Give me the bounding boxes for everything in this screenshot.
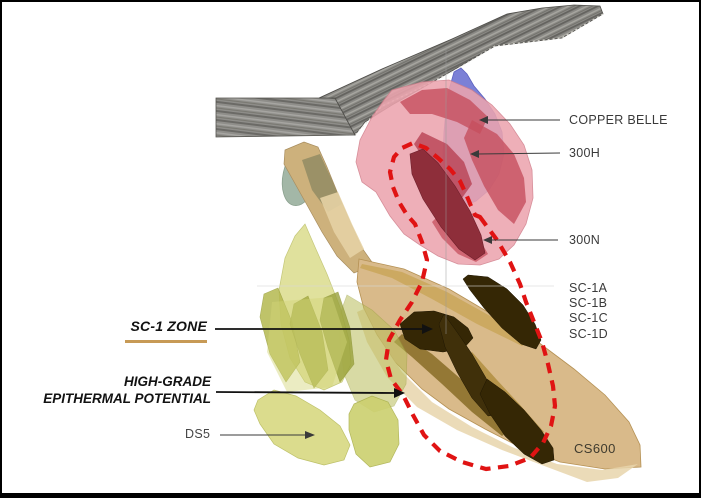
- ds5-label: DS5: [185, 427, 211, 441]
- copper-belle-label: COPPER BELLE: [569, 113, 668, 127]
- high-grade-label-line2: EPITHERMAL POTENTIAL: [43, 391, 211, 406]
- sc1c-label: SC-1C: [569, 311, 609, 326]
- zone-300n-lens: [409, 148, 486, 261]
- sc1-lens-d: [479, 378, 555, 465]
- sc1-lenses: [394, 274, 555, 465]
- zone-300n-label: 300N: [569, 233, 601, 247]
- arrowhead-right-icon: [422, 324, 433, 334]
- sc1b-label: SC-1B: [569, 296, 608, 311]
- high-grade-dashed-outline: [383, 140, 558, 472]
- arrowhead-right-icon: [305, 431, 315, 439]
- arrowhead-left-icon: [479, 116, 488, 124]
- arrowhead-left-icon: [483, 236, 492, 244]
- slab-edge-highlight: [354, 13, 604, 136]
- sc1d-label: SC-1D: [569, 326, 609, 341]
- ds5-arrow: [220, 431, 315, 439]
- cs600-upper-column: [281, 141, 375, 274]
- sc1a-label: SC-1A: [569, 281, 608, 295]
- arrowhead-right-icon: [394, 388, 405, 398]
- zone-300h-arrow: [470, 150, 561, 158]
- sc1-lens-b: [462, 274, 542, 350]
- copper-belle-arrow: [479, 116, 560, 124]
- zone-300h-label: 300H: [569, 146, 601, 160]
- arrowhead-left-icon: [470, 150, 479, 158]
- zone-arrows: [215, 324, 433, 398]
- high-grade-label-line1: HIGH-GRADE: [124, 374, 211, 389]
- zone-300n-arrow: [483, 236, 558, 244]
- sc1-zone-label: SC-1 ZONE: [130, 318, 207, 334]
- sc1-sublabels: SC-1A SC-1B SC-1C SC-1D: [569, 281, 608, 342]
- zone-300h-blob: [355, 79, 534, 266]
- section-lines: [257, 46, 554, 334]
- cs600-label: CS600: [574, 441, 616, 456]
- bottom-border-rule: [2, 493, 699, 496]
- leader-lines: [220, 116, 561, 439]
- high-grade-arrow: [215, 388, 405, 398]
- sc1-zone-arrow: [215, 324, 433, 334]
- ds5-blobs: [253, 223, 408, 468]
- high-grade-label: HIGH-GRADE EPITHERMAL POTENTIAL: [16, 373, 211, 407]
- sc1-zone-underline: [125, 340, 207, 343]
